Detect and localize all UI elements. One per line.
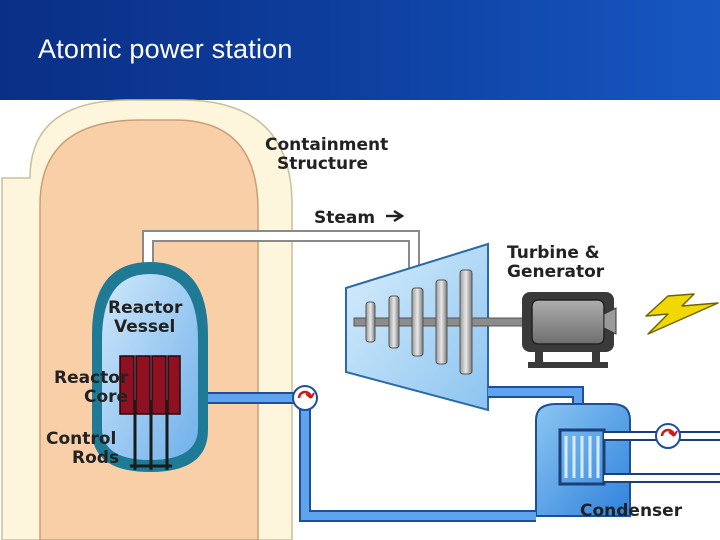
pump-icon bbox=[292, 385, 318, 411]
label-reactor-vessel-2: Vessel bbox=[114, 317, 175, 337]
label-steam: Steam bbox=[314, 208, 375, 228]
label-turbine-1: Turbine & bbox=[507, 243, 600, 263]
label-condenser: Condenser bbox=[580, 501, 683, 521]
control-rods bbox=[130, 400, 172, 470]
label-reactor-core-1: Reactor bbox=[54, 368, 129, 388]
label-turbine-2: Generator bbox=[507, 262, 605, 282]
turbine bbox=[345, 242, 535, 412]
label-reactor-vessel-1: Reactor bbox=[108, 298, 183, 318]
label-control-rods-2: Rods bbox=[72, 448, 119, 468]
label-control-rods-1: Control bbox=[46, 429, 116, 449]
label-containment-2: Structure bbox=[277, 154, 368, 174]
cooling-pump-icon bbox=[655, 423, 681, 449]
condenser bbox=[535, 403, 720, 517]
reactor-core bbox=[119, 355, 181, 415]
label-containment-1: Containment bbox=[265, 135, 388, 155]
title-banner: Atomic power station bbox=[0, 0, 720, 100]
page-title: Atomic power station bbox=[38, 34, 293, 64]
lightning-bolt-icon bbox=[645, 293, 719, 335]
arrow-right-icon bbox=[386, 209, 405, 223]
label-reactor-core-2: Core bbox=[84, 387, 128, 407]
generator bbox=[522, 292, 617, 368]
